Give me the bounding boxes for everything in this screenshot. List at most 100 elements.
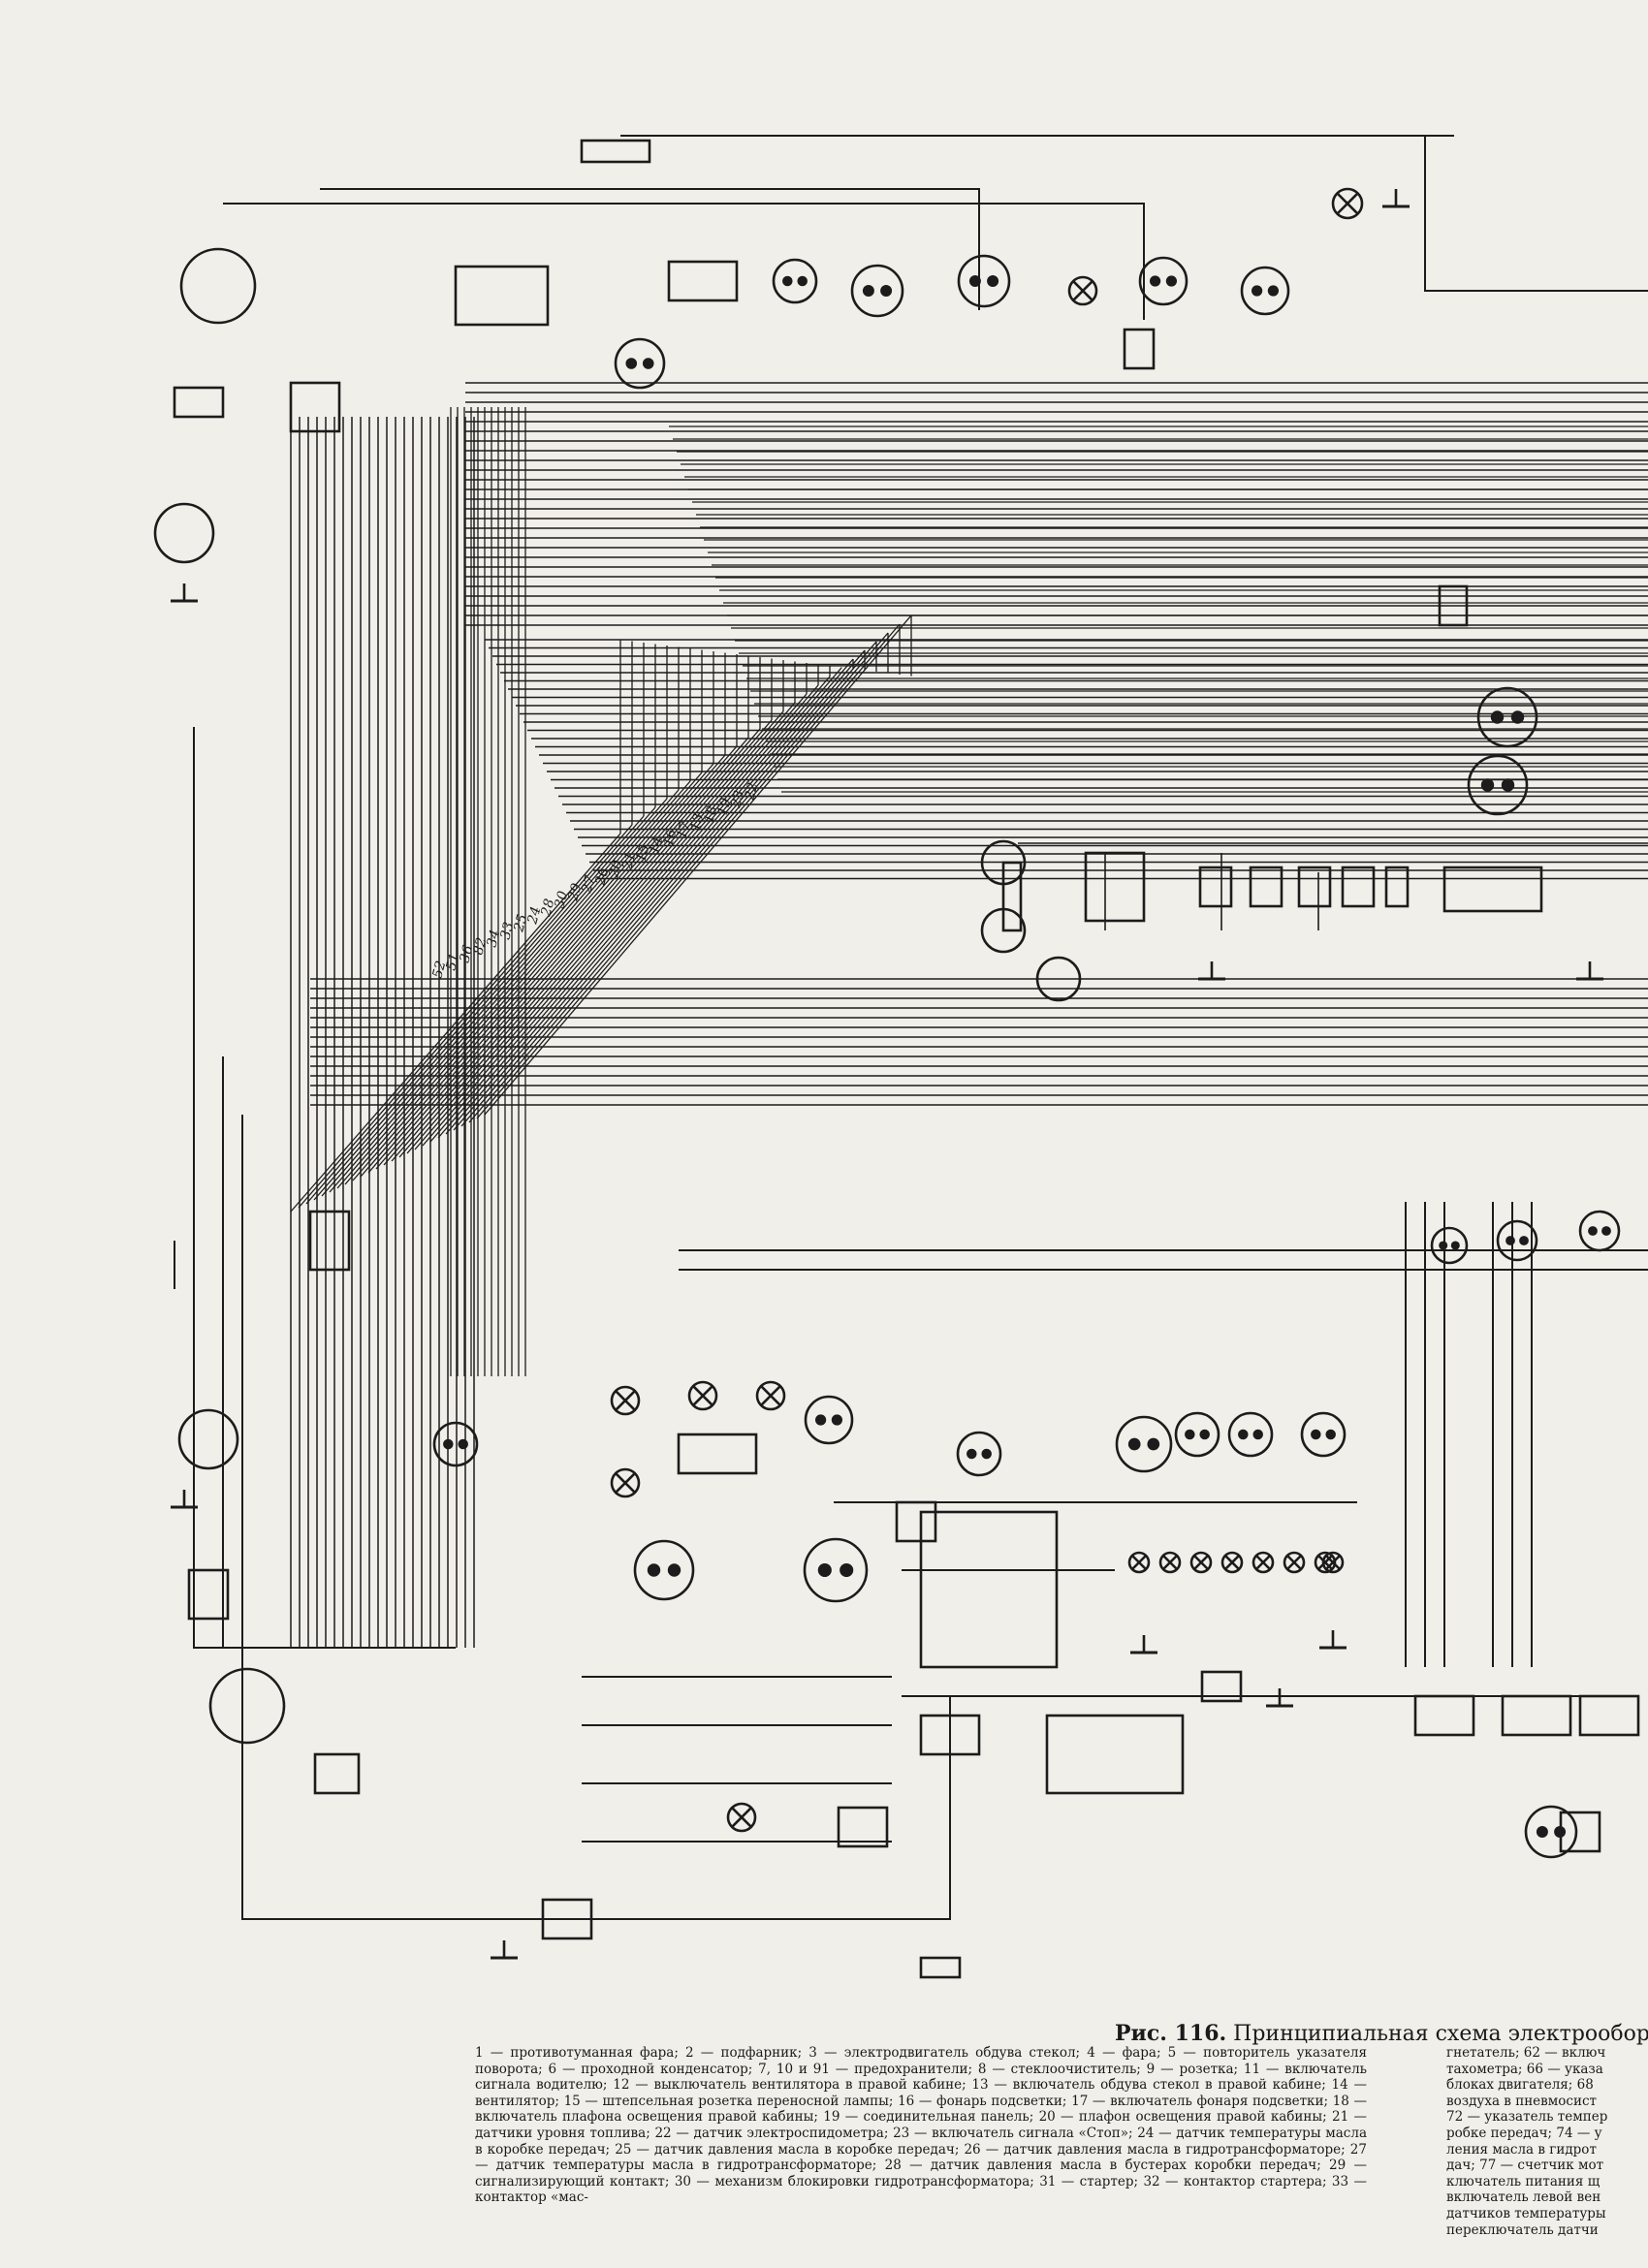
- wire-labels: 5251368234332524283029272620211514161713…: [429, 781, 761, 980]
- wire: [223, 203, 1145, 320]
- wire: [320, 188, 980, 310]
- switch-103-pin: [647, 1563, 661, 1577]
- fan-number: 29: [565, 882, 585, 903]
- wire: [414, 693, 808, 1150]
- speedometer-sensor-22: [1035, 956, 1082, 1002]
- wire: [460, 641, 877, 1127]
- fog-lamp-left: [177, 1408, 239, 1470]
- fuel-sensor-21b: [980, 907, 1027, 954]
- meter-77-pin: [1450, 1241, 1460, 1250]
- connector-111: [1045, 1714, 1185, 1795]
- socket-9: [614, 337, 666, 390]
- meter-77: [1430, 1226, 1469, 1265]
- motor-3-right: [1200, 1670, 1243, 1703]
- fan-number: 21: [619, 851, 639, 872]
- figure-caption-text: Принципиальная схема электрооборудов: [1233, 2022, 1648, 2046]
- stop-switch-23: [1084, 851, 1146, 923]
- fan-number: 52: [429, 960, 449, 980]
- figure-caption-prefix: Рис. 116.: [1115, 2021, 1227, 2046]
- switch-103b-pin: [840, 1562, 854, 1578]
- switch-18: [1240, 266, 1290, 316]
- socket-15-right-b-pin: [1480, 778, 1495, 792]
- warning-lamp-cross: [1224, 1555, 1240, 1570]
- meter-74: [1578, 1210, 1621, 1252]
- lamp-100b-cross: [760, 1385, 781, 1406]
- switch-106: [541, 1898, 593, 1940]
- switch-13-pin: [862, 285, 874, 297]
- backlight-lamp-16-cross: [1072, 280, 1093, 301]
- legend-right-line: воздуха в пневмосист: [1446, 2093, 1597, 2109]
- sensor-27: [1297, 866, 1332, 908]
- fan-number: 22: [742, 781, 761, 803]
- socket-104-pin: [458, 1438, 468, 1450]
- wire: [422, 684, 819, 1147]
- lamp-108-cross: [731, 1807, 752, 1828]
- legend-right-line: тахометра; 66 — указа: [1446, 2061, 1603, 2077]
- wire: [344, 772, 703, 1185]
- wire: [329, 789, 680, 1193]
- fan-number: 82: [470, 936, 490, 957]
- fuse-7c: [1578, 1694, 1640, 1737]
- switch-13: [850, 264, 904, 318]
- warning-lamp: [1283, 1551, 1306, 1574]
- wire: [468, 632, 889, 1123]
- switch-95: [1227, 1411, 1274, 1458]
- wire: [360, 754, 726, 1178]
- wire: [1424, 136, 1648, 292]
- wiper-8: [454, 265, 550, 327]
- warning-lamp-92-cross: [1325, 1555, 1341, 1570]
- switch-17-pin: [1165, 275, 1178, 287]
- lamp-101: [610, 1385, 641, 1416]
- legend-right-line: переключатель датчи: [1446, 2221, 1599, 2238]
- socket-15-mid-pin: [1127, 1437, 1141, 1451]
- legend-right-line: дач; 77 — счетчик мот: [1446, 2158, 1604, 2174]
- lamp-108: [726, 1802, 757, 1833]
- legend-right-line: ления масла в гидрот: [1446, 2141, 1597, 2158]
- wire: [429, 676, 831, 1143]
- switch-99-pin: [814, 1414, 827, 1426]
- legend-right-line: ключатель питания щ: [1446, 2173, 1600, 2189]
- repeater-left: [308, 1210, 351, 1272]
- wire: [321, 798, 668, 1197]
- wire: [406, 702, 796, 1154]
- fan-number: 25: [511, 913, 530, 934]
- socket-15: [957, 254, 1011, 308]
- wire: [241, 1115, 543, 1920]
- fan-number: 34: [484, 929, 503, 949]
- lamp-105-cross: [615, 1472, 636, 1494]
- warning-lamp: [1189, 1551, 1213, 1574]
- fan-number: 51: [443, 952, 462, 972]
- wire: [398, 710, 784, 1158]
- fan-number: 17: [674, 820, 693, 840]
- fan-number: 19: [714, 797, 734, 817]
- dome-lamp-20: [1331, 187, 1364, 220]
- warning-lamp: [1220, 1551, 1244, 1574]
- switch-94-pin: [1325, 1429, 1336, 1440]
- fan-number: 13: [687, 812, 707, 833]
- switch-98: [956, 1431, 1002, 1477]
- legend-right-line: гнетатель; 62 — включ: [1446, 2045, 1606, 2061]
- socket-15-right-b-pin: [1501, 778, 1515, 792]
- socket-15-pin: [968, 275, 981, 287]
- meter-76-pin: [1505, 1236, 1515, 1245]
- wire: [391, 719, 773, 1162]
- lamp-100: [687, 1380, 718, 1411]
- wire: [298, 824, 633, 1209]
- socket-15-right: [1476, 686, 1538, 748]
- dome-lamp-20-cross: [1336, 192, 1359, 215]
- legend-text: 1 — противотуманная фара; 2 — подфарник;…: [475, 2045, 1367, 2206]
- socket-15-mid: [1115, 1415, 1173, 1473]
- warning-lamp: [1158, 1551, 1182, 1574]
- meter-76: [1496, 1219, 1538, 1262]
- fan-number: 18: [701, 804, 720, 825]
- motor-3: [289, 381, 341, 433]
- fuel-sensor-21: [1001, 861, 1023, 932]
- wire: [336, 780, 691, 1189]
- switch-17-pin: [1149, 275, 1161, 287]
- switch-13-pin: [880, 285, 893, 297]
- wire: [476, 623, 901, 1119]
- switch-103: [633, 1539, 695, 1601]
- wire: [305, 815, 645, 1205]
- switch-103b-pin: [817, 1562, 832, 1578]
